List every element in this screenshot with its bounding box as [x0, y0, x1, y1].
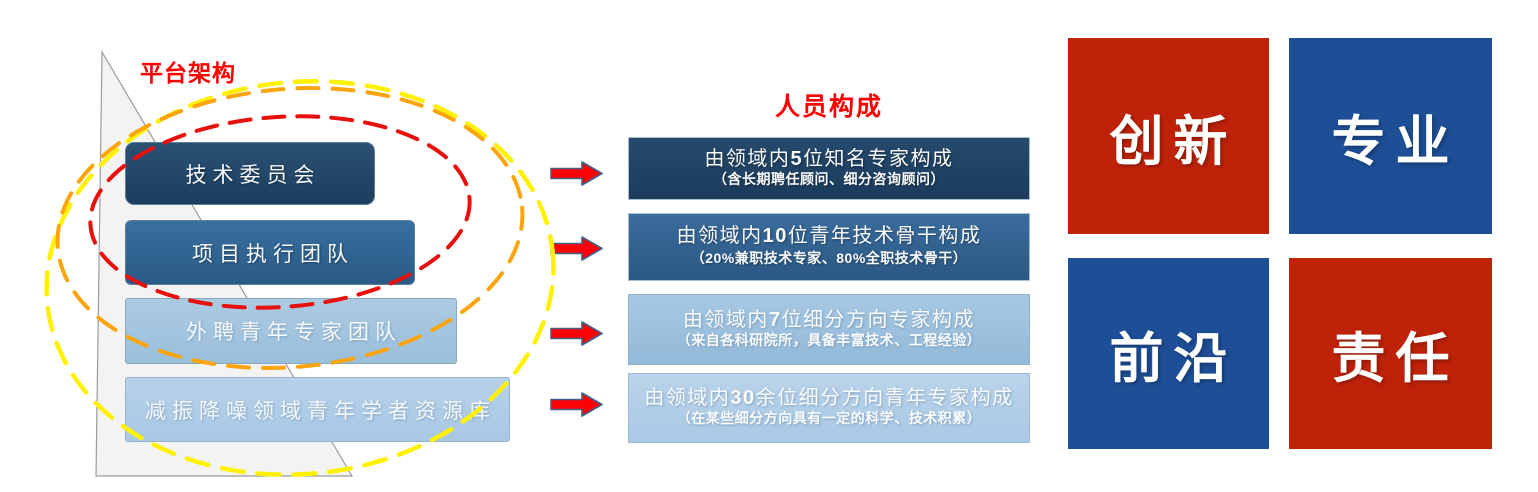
personnel-box-title: 由领域内30余位细分方向青年专家构成: [644, 387, 1014, 410]
left-box-label: 外聘青年专家团队: [186, 320, 402, 344]
left-box-label: 减振降噪领域青年学者资源库: [145, 398, 496, 423]
personnel-box-external-experts: 由领域内7位细分方向专家构成 （来自各科研院所，具备丰富技术、工程经验）: [628, 294, 1030, 365]
personnel-box-title: 由领域内7位细分方向专家构成: [682, 308, 976, 331]
value-tile-label: 前沿: [1109, 329, 1238, 389]
left-box-external-young-experts-team: 外聘青年专家团队: [125, 298, 457, 364]
value-tile-label: 创新: [1109, 111, 1238, 172]
personnel-box-title: 由领域内10位青年技术骨干构成: [676, 225, 982, 248]
left-box-project-execution-team: 项目执行团队: [125, 220, 415, 285]
value-tile-label: 专业: [1331, 111, 1460, 172]
personnel-box-subtitle: （来自各科研院所，具备丰富技术、工程经验）: [676, 333, 982, 349]
value-tile-responsibility: 责任: [1289, 258, 1492, 449]
personnel-box-execution-team: 由领域内10位青年技术骨干构成 （20%兼职技术专家、80%全职技术骨干）: [628, 213, 1030, 281]
arrow-right-icon: [550, 392, 603, 417]
left-box-label: 项目执行团队: [192, 241, 354, 266]
left-box-young-scholar-resource-pool: 减振降噪领域青年学者资源库: [125, 377, 510, 442]
arrow-right-icon: [550, 161, 603, 186]
personnel-box-subtitle: （20%兼职技术专家、80%全职技术骨干）: [690, 250, 968, 268]
personnel-box-committee: 由领域内5位知名专家构成 （含长期聘任顾问、细分咨询顾问）: [628, 137, 1030, 200]
value-tile-label: 责任: [1331, 329, 1460, 389]
arrow-right-icon: [550, 321, 603, 346]
dashed-ring-red: [88, 114, 472, 310]
arrow-right-icon: [550, 236, 603, 261]
left-panel-title: 平台架构: [140, 60, 236, 86]
personnel-box-subtitle: （含长期聘任顾问、细分咨询顾问）: [713, 172, 945, 188]
value-tile-innovation: 创新: [1068, 38, 1269, 234]
middle-panel-title: 人员构成: [774, 93, 883, 121]
value-tile-professional: 专业: [1289, 38, 1492, 234]
personnel-box-subtitle: （在某些细分方向具有一定的科学、技术积累）: [676, 412, 982, 428]
value-tile-frontier: 前沿: [1068, 258, 1269, 449]
left-box-label: 技术委员会: [185, 162, 321, 187]
left-box-technical-committee: 技术委员会: [125, 142, 375, 205]
personnel-box-title: 由领域内5位知名专家构成: [704, 147, 954, 170]
personnel-box-resource-pool: 由领域内30余位细分方向青年专家构成 （在某些细分方向具有一定的科学、技术积累）: [628, 373, 1030, 443]
